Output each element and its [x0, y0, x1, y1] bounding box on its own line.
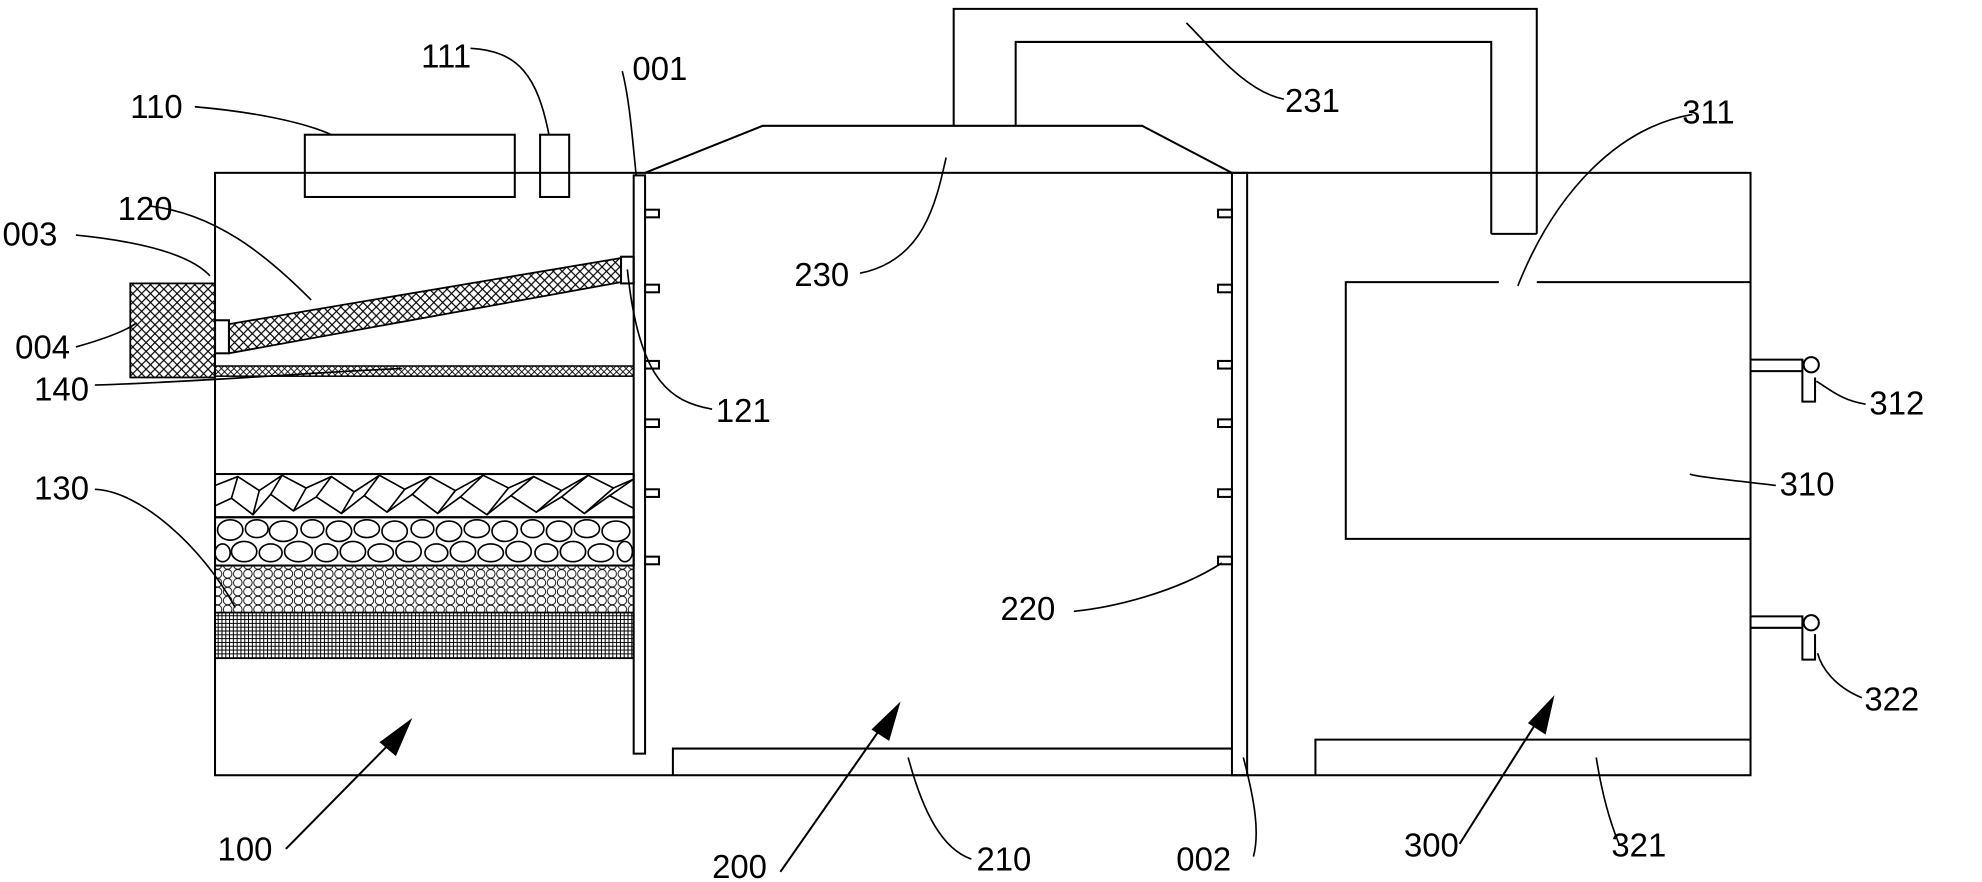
label-130: 130 — [34, 469, 89, 506]
label-210: 210 — [976, 840, 1031, 877]
inlet-003 — [214, 319, 230, 355]
roof-unit-110 — [303, 133, 516, 199]
tank-310 — [1344, 281, 1751, 540]
label-310: 310 — [1780, 466, 1835, 503]
label-311: 311 — [1682, 93, 1734, 130]
arrow-300 — [1458, 695, 1555, 845]
label-120: 120 — [118, 190, 173, 227]
partition-002 — [1230, 171, 1249, 777]
arrow-100 — [285, 718, 413, 850]
label-321: 321 — [1611, 827, 1666, 864]
label-200: 200 — [712, 848, 767, 882]
leader-lines — [75, 22, 1866, 860]
sludge-tray-210 — [671, 747, 1232, 776]
label-231: 231 — [1285, 82, 1340, 119]
roof-unit-111 — [539, 133, 571, 199]
label-003: 003 — [3, 215, 58, 252]
label-111: 111 — [421, 37, 471, 74]
label-100: 100 — [218, 830, 273, 867]
overflow-pipe-outer — [952, 7, 1538, 234]
label-322: 322 — [1864, 680, 1919, 717]
label-121: 121 — [716, 392, 771, 429]
partition-001-tabs — [644, 208, 660, 566]
arrow-200 — [779, 701, 901, 873]
mesh-plate-140 — [214, 365, 635, 377]
partition-002-tabs — [1217, 208, 1233, 566]
inlet-block-004 — [129, 282, 216, 379]
label-230: 230 — [794, 256, 849, 293]
label-110: 110 — [130, 88, 182, 125]
label-002: 002 — [1176, 840, 1231, 877]
inclined-screen-120 — [228, 256, 622, 355]
label-220: 220 — [1000, 590, 1055, 627]
label-312: 312 — [1869, 384, 1924, 421]
valve-312-icon[interactable] — [1750, 356, 1820, 403]
partition-001 — [632, 174, 647, 755]
label-300: 300 — [1404, 827, 1459, 864]
bridge-duct-230 — [644, 124, 1233, 174]
valve-322-icon[interactable] — [1750, 614, 1820, 661]
label-001: 001 — [632, 50, 687, 87]
filter-media-130 — [214, 473, 635, 660]
overflow-pipe-inner — [1014, 40, 1493, 234]
callout-labels: 110 111 001 003 120 004 140 130 121 230 … — [3, 37, 1925, 882]
hinge-121 — [620, 255, 635, 285]
label-140: 140 — [34, 370, 89, 407]
label-004: 004 — [15, 328, 70, 365]
sludge-tray-321 — [1314, 738, 1751, 776]
